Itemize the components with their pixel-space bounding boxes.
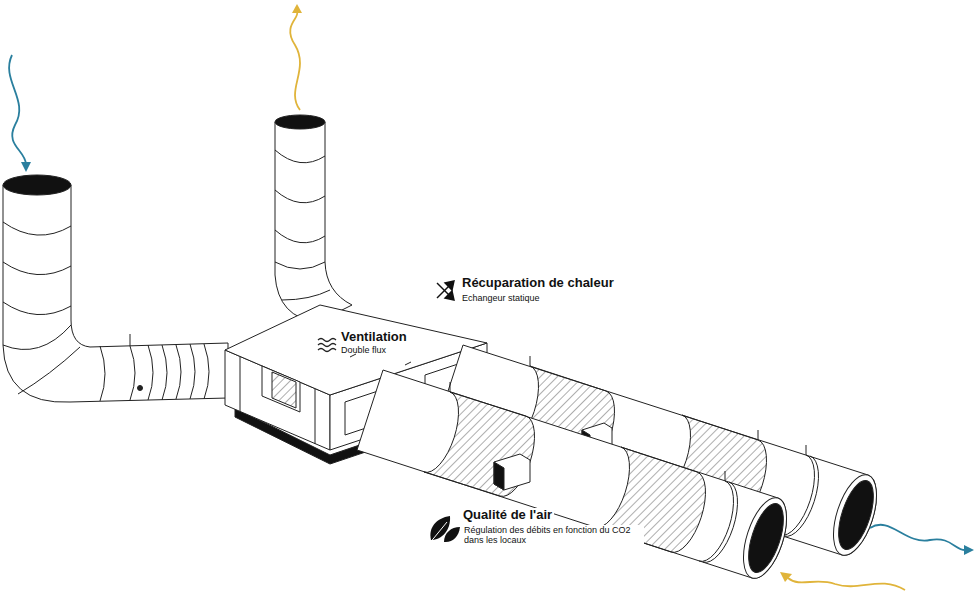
hanger-rod [725,471,726,481]
duct-ring [190,344,195,399]
duct-clamp [703,482,738,562]
ventilation-icon [318,349,336,352]
hanger-rod [530,356,531,366]
duct-seam [275,190,325,203]
duct-rim [735,492,795,583]
leaf-vein [429,522,447,544]
arrow-head [21,162,31,172]
duct-opening [742,499,791,576]
exhaust-air-arrow [290,12,300,110]
exhaust-duct [275,115,352,322]
duct-ring [204,344,209,399]
duct-ring [176,345,181,399]
ventilation-icon [318,339,336,342]
intake-duct [3,175,228,402]
insulated-band [424,392,535,496]
duct-rim [825,469,885,560]
arrow-head [292,4,302,13]
duct-ring [282,290,330,300]
hanger-rod [130,334,131,346]
callout-note: Régulation des débits en fonction du CO2… [462,525,644,546]
callout-title: Récuparation de chaleur [460,276,616,291]
unit-panel [262,366,300,412]
duct-ring [130,346,135,400]
unit-mark [405,362,411,365]
duct-ring [100,346,105,401]
clamp-bolt [138,386,143,391]
heat-exchange-icon [437,281,454,300]
unit-edge [315,389,316,444]
supply-duct [357,370,795,584]
arrow-head [780,572,792,582]
duct-opening [832,476,881,553]
arrow-head [445,281,454,290]
duct-seam [3,302,71,315]
duct-opening [3,175,71,195]
callout-note: Echangeur statique [460,293,542,303]
duct-clamp [784,456,819,536]
hanger-rod [758,430,759,440]
duct-seam [18,347,80,394]
duct-opening [275,115,325,129]
air-quality-icon [429,516,460,544]
duct-clamp [699,481,734,561]
hanger-rod [450,382,451,392]
hanger-rod [806,445,807,455]
leaf [444,527,460,542]
duct-seam [3,325,71,350]
duct-ring [275,262,325,269]
unit-subtitle: Double flux [341,345,409,355]
duct-seam [3,222,71,235]
duct-seam [275,150,325,163]
duct-seam [3,262,71,275]
unit-edge [240,357,241,412]
duct-seam [275,230,325,243]
exhaust-out-arrow [870,525,965,550]
arrow-head [445,291,454,300]
fresh-in-arrow [788,578,905,590]
unit-panel [272,372,296,408]
duct-ring [148,345,153,400]
callout-title: Qualité de l'air [461,508,554,523]
duct-body [357,370,787,578]
ventilation-icon [318,344,336,347]
duct-ring [162,345,167,400]
arrow-head [964,545,974,555]
co2-sensor-box [494,454,530,490]
duct-body [3,185,228,402]
duct-body [275,122,352,322]
unit-label-box: VentilationDouble flux [338,329,412,359]
fresh-air-arrow [9,55,26,164]
co2-sensor-box [494,462,504,490]
unit-title: Ventilation [341,330,409,345]
